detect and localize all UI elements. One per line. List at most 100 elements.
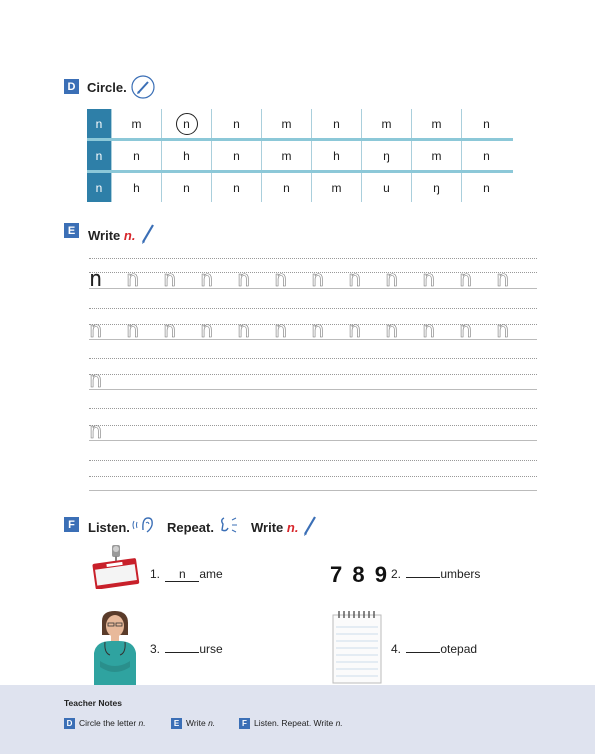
section-f-badge: F (64, 517, 79, 532)
trace-letter: n (126, 267, 140, 292)
item-3: 3. urse (150, 642, 223, 656)
item-number: 4. (391, 642, 402, 656)
grid-cell[interactable]: m (111, 109, 161, 138)
note-badge: E (171, 718, 182, 730)
guide-line (89, 374, 537, 375)
trace-letter: n (385, 318, 399, 343)
item-number: 2. (391, 567, 402, 581)
item-2: 2. umbers (391, 567, 480, 581)
word-ending: urse (199, 642, 223, 656)
answer-blank[interactable] (406, 577, 441, 578)
trace-letter: n (385, 267, 399, 292)
grid-row: n n h n m h ŋ m n (87, 141, 513, 170)
trace-letter: n (89, 318, 103, 343)
trace-letter: n (237, 318, 251, 343)
trace-letter: n (89, 419, 103, 444)
grid-cell[interactable]: n (211, 109, 261, 138)
grid-cell[interactable]: m (261, 141, 311, 170)
trace-letter: n (311, 267, 325, 292)
section-e-title-text: Write (88, 228, 121, 243)
section-e-letter: n. (123, 228, 136, 243)
section-f-letter: n. (286, 520, 299, 535)
grid-cell[interactable]: n (461, 173, 511, 202)
grid-cell[interactable]: n (461, 109, 511, 138)
grid-cell[interactable]: n (211, 173, 261, 202)
trace-letter: n (200, 318, 214, 343)
grid-row: n h n n n m u ŋ n (87, 173, 513, 202)
grid-cell[interactable]: h (161, 141, 211, 170)
trace-letter: n (274, 267, 288, 292)
guide-line (89, 272, 537, 273)
grid-cell[interactable]: n (261, 173, 311, 202)
grid-row-label: n (87, 141, 111, 170)
note-letter: n. (138, 718, 146, 728)
answer-blank[interactable] (406, 652, 441, 653)
grid-divider (87, 170, 513, 173)
write-label: Write (251, 520, 284, 535)
guide-line (89, 308, 537, 309)
trace-letter: n (348, 318, 362, 343)
answer-blank[interactable]: n (165, 567, 200, 582)
grid-cell[interactable]: m (261, 109, 311, 138)
guide-line (89, 425, 537, 426)
trace-letter: n (237, 267, 251, 292)
grid-cell[interactable]: n (311, 109, 361, 138)
item-4: 4. otepad (391, 642, 477, 656)
trace-letter: n (459, 318, 473, 343)
pencil-icon (304, 516, 316, 536)
note-letter: n. (335, 718, 343, 728)
section-d-badge: D (64, 79, 79, 94)
note-badge: F (239, 718, 250, 730)
grid-cell[interactable]: m (411, 109, 461, 138)
item-number: 3. (150, 642, 161, 656)
grid-cell[interactable]: h (311, 141, 361, 170)
grid-cell[interactable]: ŋ (361, 141, 411, 170)
grid-row-label: n (87, 173, 111, 202)
listen-label: Listen. (88, 520, 130, 535)
grid-cell[interactable]: n (111, 141, 161, 170)
circle-letter-grid: n m n n m n m m n n n h n m h ŋ m n n h … (87, 109, 513, 202)
circled-letter: n (175, 112, 198, 135)
trace-letter: n (311, 318, 325, 343)
notepad-image (332, 611, 382, 684)
guide-line (89, 460, 537, 461)
grid-cell[interactable]: u (361, 173, 411, 202)
grid-cell[interactable]: m (311, 173, 361, 202)
section-e-title: Write n. (88, 228, 135, 243)
trace-letter: n (89, 368, 103, 393)
note-badge: D (64, 718, 75, 730)
word-ending: otepad (440, 642, 478, 656)
base-line (89, 339, 537, 340)
trace-letter: n (422, 267, 436, 292)
numbers-image: 7 8 9 (330, 562, 389, 587)
answer-blank[interactable] (165, 652, 200, 653)
guide-line (89, 324, 537, 325)
item-number: 1. (150, 567, 161, 581)
grid-cell[interactable]: m (361, 109, 411, 138)
guide-line (89, 258, 537, 259)
base-line (89, 440, 537, 441)
grid-cell[interactable]: n (461, 141, 511, 170)
grid-cell[interactable]: h (111, 173, 161, 202)
repeat-label: Repeat. (167, 520, 214, 535)
section-f-write: Write n. (251, 520, 298, 535)
grid-cell[interactable]: ŋ (411, 173, 461, 202)
trace-letter: n (163, 318, 177, 343)
nurse-image (94, 611, 136, 685)
speaking-icon (221, 517, 237, 533)
grid-cell[interactable]: n (211, 141, 261, 170)
grid-cell[interactable]: m (411, 141, 461, 170)
guide-line (89, 408, 537, 409)
grid-cell-circled[interactable]: n (161, 109, 211, 138)
trace-letter: n (459, 267, 473, 292)
grid-row: n m n n m n m m n (87, 109, 513, 138)
guide-line (89, 358, 537, 359)
trace-letter: n (163, 267, 177, 292)
trace-letter: n (422, 318, 436, 343)
base-line (89, 389, 537, 390)
grid-cell[interactable]: n (161, 173, 211, 202)
